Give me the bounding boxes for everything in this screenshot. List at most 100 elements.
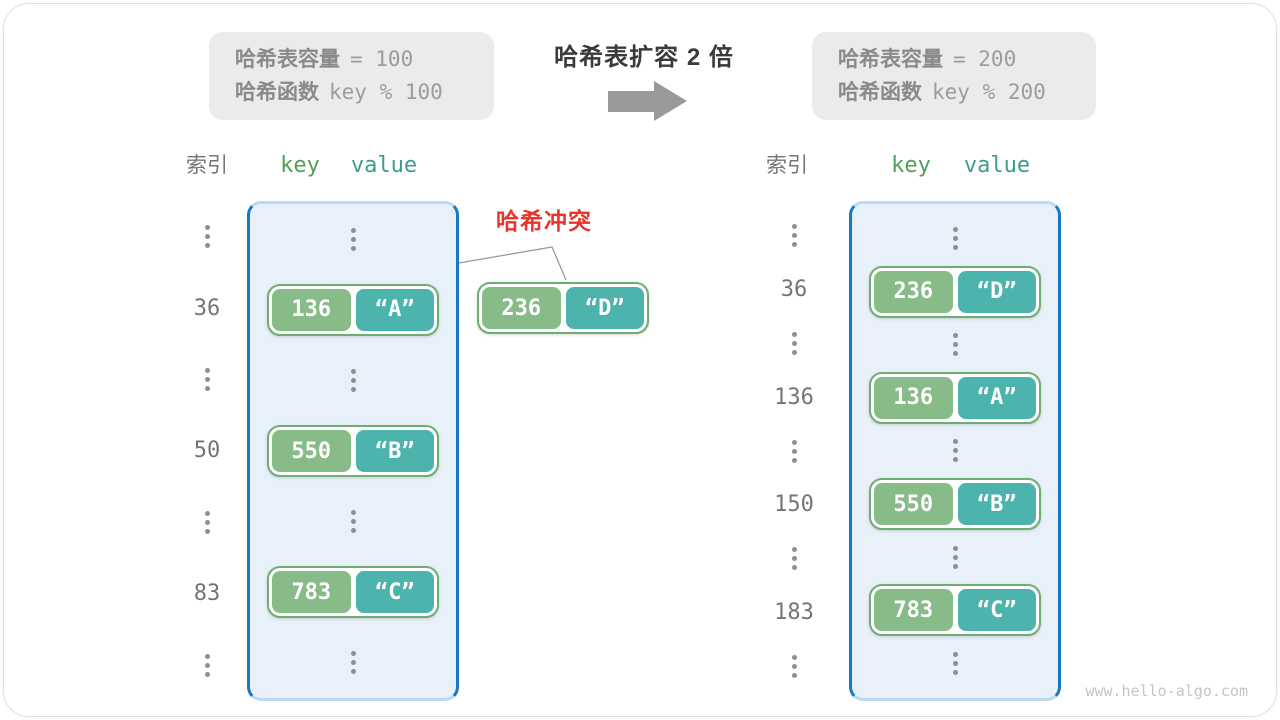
index-cell: 136 [774,384,814,410]
ellipsis-icon [791,654,797,678]
diagram-card: 哈希表容量 = 100 哈希函数 key % 100 哈希表扩容 2 倍 哈希表容量… [3,3,1277,717]
hash-function-label: 哈希函数 [235,81,319,104]
table-row [852,637,1058,690]
index-cell: 183 [774,599,814,625]
index-row: 36 [177,272,237,343]
table-row: 550 “B” [250,416,456,487]
hash-table-after: 236 “D” 136 “A” 550 “B” [849,201,1061,701]
kv-pair: 136 “A” [869,371,1041,424]
value-cell: “A” [957,376,1036,419]
key-header-right: key [891,153,931,178]
ellipsis-icon [952,333,958,357]
key-cell: 783 [272,571,351,614]
kv-pair: 236 “D” [869,265,1041,318]
kv-pair: 550 “B” [267,425,439,478]
ellipsis-icon [791,547,797,571]
key-cell: 236 [482,287,561,329]
index-cell: 150 [774,492,814,518]
table-row [852,424,1058,477]
kv-pair: 783 “C” [869,584,1041,637]
ellipsis-icon [204,510,210,534]
ellipsis-icon [791,224,797,248]
index-cell: 36 [193,295,221,321]
kv-pair: 550 “B” [869,478,1041,531]
expand-arrow-head-icon [654,81,687,121]
table-row: 783 “C” [852,584,1058,637]
index-cell: 50 [193,438,221,464]
index-row: 150 [764,478,824,532]
index-row [764,424,824,478]
ellipsis-icon [350,651,356,675]
ellipsis-icon [952,439,958,463]
value-cell: “B” [957,483,1036,526]
table-row: 783 “C” [250,557,456,628]
table-row: 550 “B” [852,478,1058,531]
expand-arrow-icon [608,91,654,112]
index-row: 183 [764,585,824,639]
index-column-before: 36 50 83 [177,201,237,701]
watermark: www.hello-algo.com [1085,682,1248,700]
capacity-box-before: 哈希表容量 = 100 哈希函数 key % 100 [209,32,494,120]
table-row [250,486,456,557]
index-row: 83 [177,558,237,629]
index-row: 136 [764,370,824,424]
hash-table-before: 136 “A” 550 “B” 783 “C” [247,201,459,701]
value-cell: “A” [355,288,434,331]
value-cell: “D” [957,270,1036,313]
table-row [250,627,456,698]
value-cell: “B” [355,430,434,473]
index-cell: 83 [193,581,221,607]
ellipsis-icon [204,225,210,249]
capacity-label: 哈希表容量 [235,48,340,71]
ellipsis-icon [952,651,958,675]
value-cell: “C” [957,589,1036,632]
key-header-left: key [280,153,320,178]
capacity-line: 哈希表容量 = 100 [235,43,494,76]
key-cell: 783 [874,589,953,632]
index-row: 36 [764,263,824,317]
expand-title: 哈希表扩容 2 倍 [554,44,734,71]
index-row [764,317,824,371]
table-row: 136 “A” [852,371,1058,424]
value-cell: “C” [355,571,434,614]
kv-pair-colliding: 236 “D” [477,282,649,334]
hash-function-value: key % 100 [329,80,443,104]
index-row [177,201,237,272]
index-row [177,487,237,558]
capacity-value: = 100 [350,47,414,71]
index-header-left: 索引 [186,154,228,177]
ellipsis-icon [791,331,797,355]
index-row [764,532,824,586]
ellipsis-icon [204,368,210,392]
ellipsis-icon [350,368,356,392]
index-cell: 36 [780,277,808,303]
value-header-right: value [963,153,1031,178]
ellipsis-icon [952,545,958,569]
ellipsis-icon [350,510,356,534]
index-column-after: 36 136 150 183 [764,201,824,701]
index-row [764,639,824,693]
index-row: 50 [177,415,237,486]
table-row [852,212,1058,265]
value-cell: “D” [565,287,644,329]
hash-function-value: key % 200 [932,80,1046,104]
collision-label: 哈希冲突 [496,208,592,234]
index-header-right: 索引 [766,154,808,177]
hash-function-line: 哈希函数 key % 100 [235,76,494,109]
kv-pair: 136 “A” [267,283,439,336]
value-header-left: value [350,153,418,178]
key-cell: 550 [874,483,953,526]
table-row: 236 “D” [852,265,1058,318]
ellipsis-icon [952,227,958,251]
table-row: 136 “A” [250,275,456,346]
ellipsis-icon [350,227,356,251]
capacity-value: = 200 [953,47,1017,71]
index-row [177,630,237,701]
table-row [852,318,1058,371]
index-row [764,209,824,263]
key-cell: 136 [272,288,351,331]
kv-pair: 783 “C” [267,566,439,619]
key-cell: 136 [874,376,953,419]
